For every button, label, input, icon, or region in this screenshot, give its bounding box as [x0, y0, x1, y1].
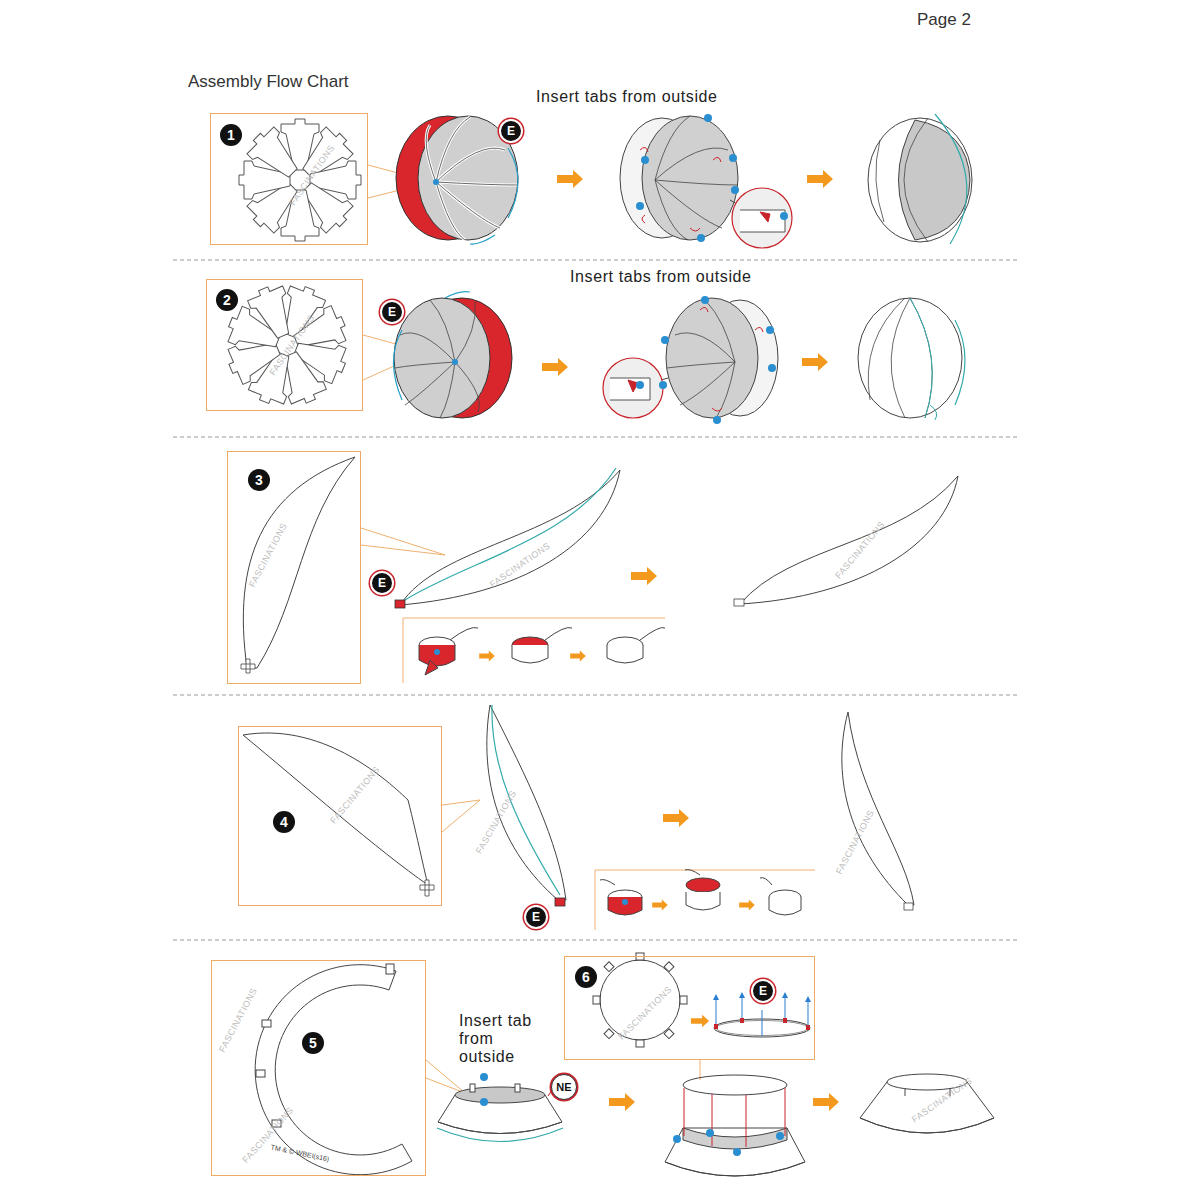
callout-number: 6: [575, 966, 597, 988]
chart-title: Assembly Flow Chart: [188, 72, 349, 92]
glue-marker: E: [380, 300, 404, 324]
callout-number: 2: [216, 289, 238, 311]
part-box: 1: [210, 113, 368, 245]
instruction-text: Insert tabs from outside: [536, 88, 718, 106]
glue-marker: E: [499, 119, 523, 143]
part-box: 3: [227, 451, 361, 684]
part-box: 6: [564, 956, 815, 1060]
glue-marker: E: [524, 905, 548, 929]
callout-number: 3: [248, 469, 270, 491]
instruction-text: Insert tab from outside: [459, 1012, 539, 1066]
part-box: 5: [211, 960, 426, 1176]
callout-number: 4: [273, 811, 295, 833]
instruction-text: Insert tabs from outside: [570, 268, 752, 286]
glue-marker: E: [370, 571, 394, 595]
page-number: Page 2: [917, 10, 971, 30]
callout-number: 1: [220, 124, 242, 146]
watermark: FASCINATIONS: [217, 986, 259, 1054]
glue-marker: E: [751, 979, 775, 1003]
no-glue-marker: NE: [551, 1074, 577, 1100]
callout-number: 5: [302, 1032, 324, 1054]
